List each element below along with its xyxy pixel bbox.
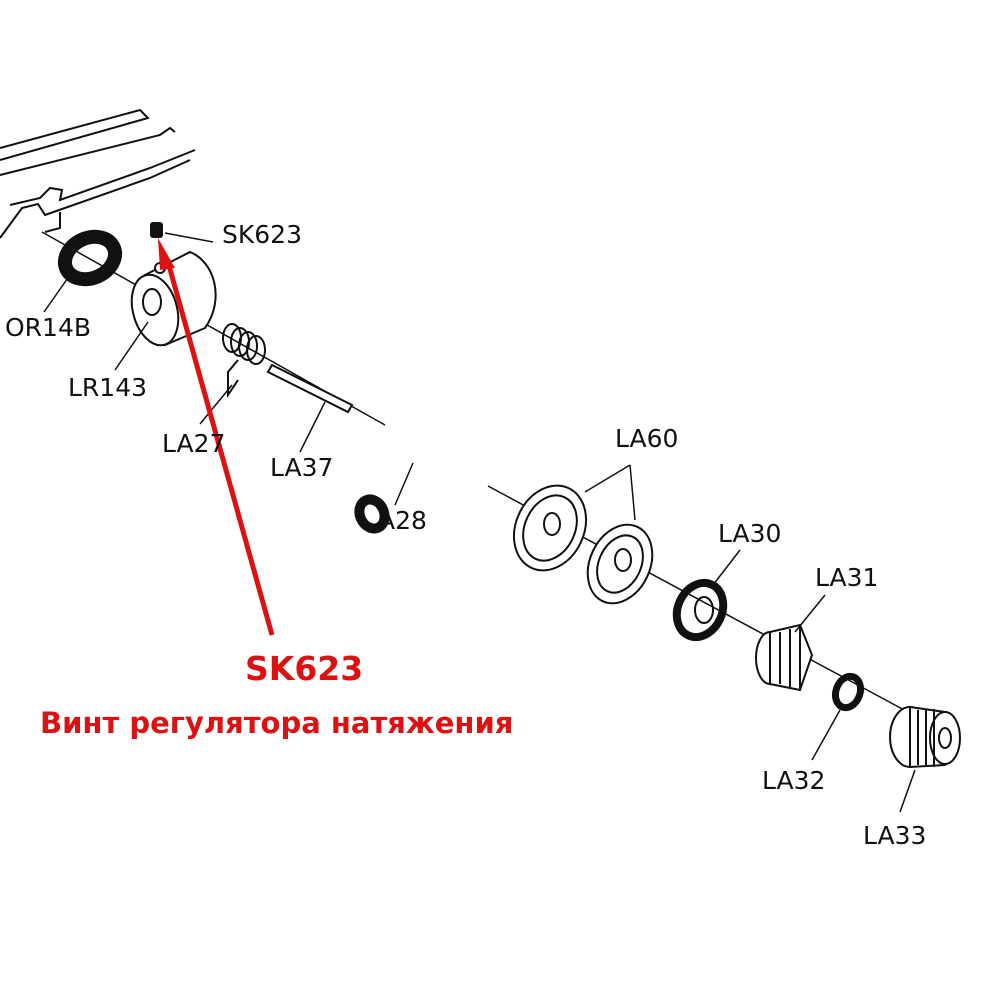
part-la37-rod	[266, 363, 354, 414]
label-la31: LA31	[815, 563, 878, 592]
part-la28-washer	[354, 494, 390, 534]
label-la37: LA37	[270, 453, 333, 482]
part-la60-disc-1	[513, 484, 587, 572]
machine-body-outline	[0, 108, 196, 239]
label-la32: LA32	[762, 766, 825, 795]
label-la33: LA33	[863, 821, 926, 850]
label-lr143: LR143	[68, 373, 147, 402]
part-la31-cone	[755, 623, 814, 692]
part-la30-disc	[672, 578, 728, 642]
part-la33-nut	[889, 705, 961, 769]
label-la27: LA27	[162, 429, 225, 458]
part-or14b-ring	[57, 229, 123, 287]
label-sk623: SK623	[222, 220, 302, 249]
part-la32-washer	[831, 672, 865, 712]
highlight-description: Винт регулятора натяжения	[40, 706, 513, 740]
part-la60-disc-2	[586, 523, 654, 605]
label-la60: LA60	[615, 424, 678, 453]
label-la28: A28	[378, 506, 427, 535]
part-la27-spring	[222, 323, 266, 399]
leader-lines	[43, 232, 916, 813]
label-la30: LA30	[718, 519, 781, 548]
highlight-code: SK623	[245, 649, 363, 688]
part-sk623-screw	[150, 222, 163, 238]
label-or14b: OR14B	[5, 313, 91, 342]
highlight-arrow	[158, 238, 275, 636]
